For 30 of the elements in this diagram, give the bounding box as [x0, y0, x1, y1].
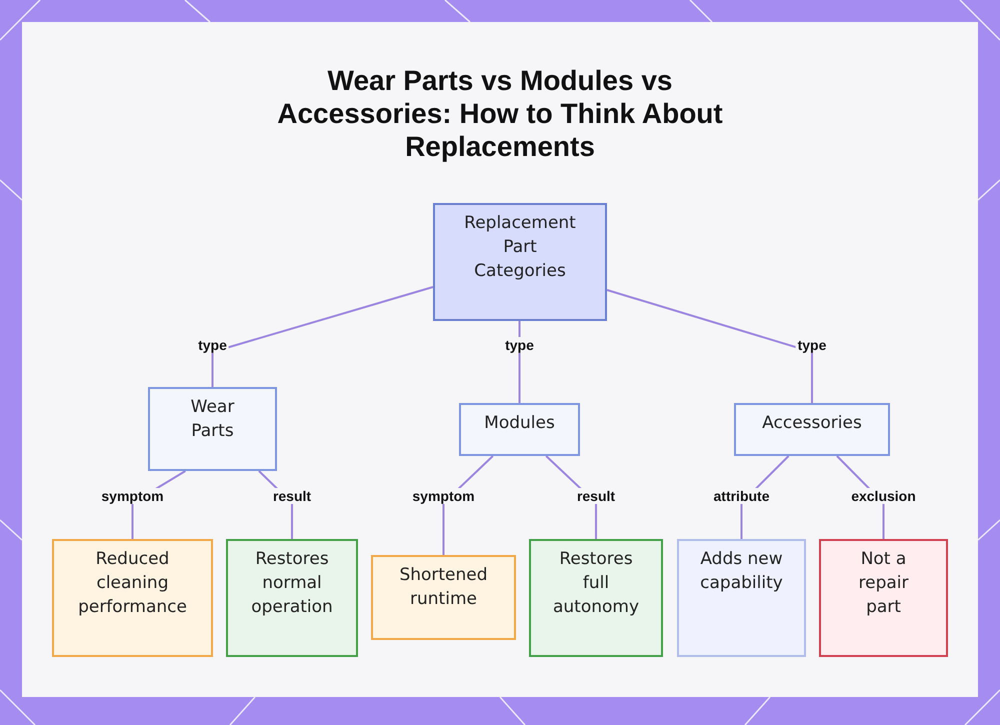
category-box [734, 403, 890, 456]
outcome-box [371, 555, 516, 640]
edge-label: result [574, 488, 618, 504]
node-label: Accessories [762, 412, 862, 435]
node-label: Adds new capability [699, 548, 784, 595]
connector-line [606, 289, 813, 403]
node-label: Reduced cleaning performance [77, 548, 188, 619]
node-label: Not a repair part [858, 548, 910, 619]
edge-label: result [270, 488, 314, 504]
node-label: Shortened runtime [398, 564, 489, 611]
node-label: Wear Parts [190, 396, 236, 443]
node-label: Replacement Part Categories [463, 212, 577, 283]
outcome-box [226, 539, 358, 657]
node-label: Restores normal operation [250, 548, 334, 619]
edge-label: exclusion [849, 488, 918, 504]
node-label: Restores full autonomy [552, 548, 640, 619]
outcome-box [52, 539, 213, 657]
connector-line [212, 286, 434, 387]
edge-label: symptom [410, 488, 477, 504]
title: Wear Parts vs Modules vs Accessories: How to Think About Replacements [276, 64, 724, 163]
outcome-box [677, 539, 806, 657]
outcome-box [819, 539, 948, 657]
category-box [433, 203, 607, 321]
node-label: Modules [484, 412, 555, 435]
edge-label: type [503, 337, 536, 353]
outcome-box [529, 539, 663, 657]
category-box [459, 403, 580, 456]
edge-label: symptom [99, 488, 166, 504]
edge-label: attribute [712, 488, 772, 504]
category-box [148, 387, 277, 471]
